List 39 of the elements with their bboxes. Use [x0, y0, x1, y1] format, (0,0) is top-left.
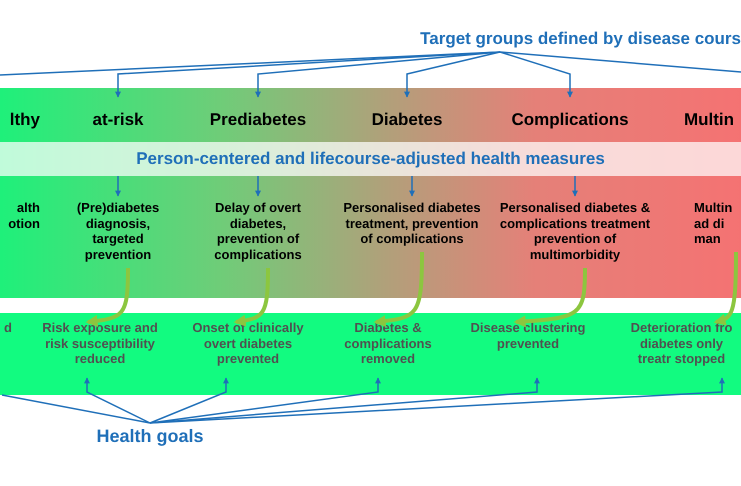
arrow [255, 176, 261, 197]
goal-text: Deterioration fro diabetes only treatr stopped [618, 320, 741, 378]
goals-heading: Health goals [85, 423, 215, 449]
goal-text: Diabetes & complications removed [332, 320, 444, 378]
arrow [84, 377, 150, 424]
heading-text: Target groups defined by disease cours [372, 26, 741, 52]
goal-text: Disease clustering prevented [454, 320, 602, 378]
arrow [404, 51, 500, 98]
arrow [150, 377, 229, 424]
measure-text: alth otion [0, 196, 40, 236]
stage-label: Prediabetes [198, 100, 318, 140]
connector-line [2, 394, 150, 424]
arrow [714, 252, 738, 326]
arrow [86, 268, 130, 327]
stage-label: lthy [0, 100, 40, 140]
connector-line [500, 51, 741, 73]
stage-label: Multin [684, 100, 741, 140]
arrow [374, 252, 424, 327]
measure-text: Multin ad di man [694, 196, 741, 252]
goal-text: Risk exposure and risk susceptibility reduced [30, 320, 170, 378]
arrow [150, 377, 725, 424]
gradient-band [0, 88, 741, 298]
arrow [409, 176, 415, 197]
goal-text: d [0, 320, 12, 378]
stage-label: Diabetes [357, 100, 457, 140]
measure-text: Personalised diabetes & complications treatment prevention of multimorbidity [488, 196, 662, 268]
arrow [255, 51, 500, 98]
arrow [572, 176, 578, 197]
measures-banner: Person-centered and lifecourse-adjusted health measures [0, 142, 741, 176]
stage-label: at-risk [78, 100, 158, 140]
arrow [500, 51, 573, 98]
arrow [514, 268, 587, 328]
arrow [115, 176, 121, 197]
measure-text: Delay of overt diabetes, prevention of complications [196, 196, 320, 268]
measure-text: Personalised diabetes treatment, prevention of complications [340, 196, 484, 252]
measure-text: (Pre)diabetes diagnosis, targeted prevention [66, 196, 170, 268]
goals-band [0, 313, 741, 395]
arrow [234, 268, 270, 326]
stage-label: Complications [500, 100, 640, 140]
